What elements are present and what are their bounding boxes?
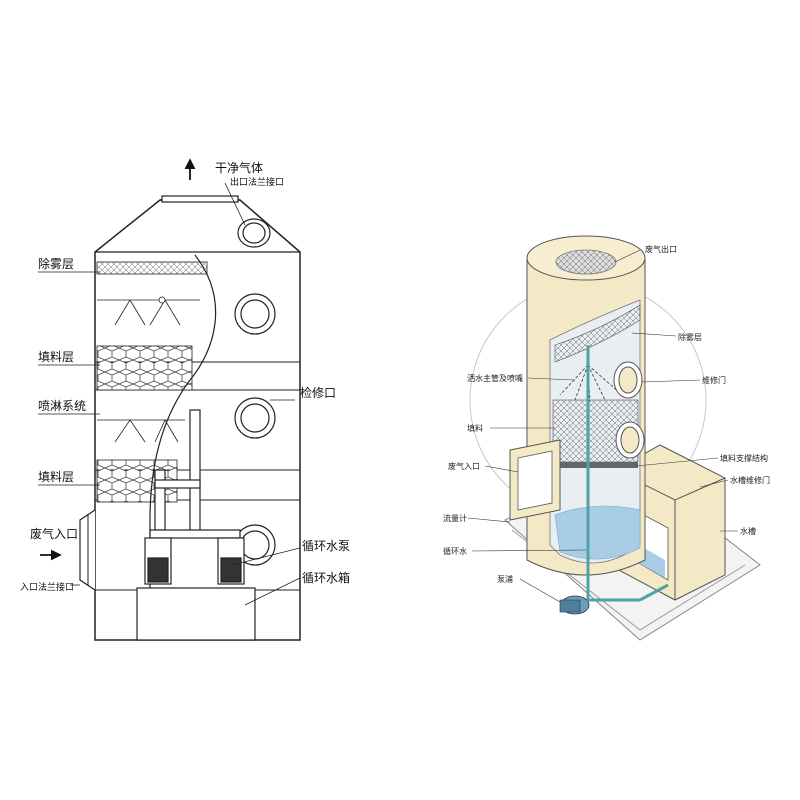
left-pipes: [149, 409, 241, 539]
label-circulating-water: 循环水: [443, 546, 467, 556]
label-right-waste-gas-inlet: 废气入口: [448, 461, 480, 471]
right-maintenance-doors: [613, 361, 645, 459]
right-pump: [559, 595, 590, 615]
left-leader-lines: [38, 182, 301, 606]
left-demister: [96, 261, 208, 275]
right-leader-lines: [467, 249, 738, 603]
label-packing-support: 填料支撑结构: [720, 453, 768, 463]
right-demister: [554, 304, 641, 363]
label-packing-layer-upper: 填料层: [38, 350, 74, 364]
label-pump: 泵浦: [497, 574, 513, 584]
label-waste-gas-outlet: 废气出口: [645, 244, 677, 254]
label-circulation-tank: 循环水箱: [302, 570, 350, 585]
label-clean-gas: 干净气体: [215, 160, 263, 175]
left-spray-nozzles-lower: [97, 419, 185, 443]
label-water-tank: 水槽: [740, 526, 756, 536]
label-spray-system: 喷淋系统: [38, 399, 86, 413]
left-tower-diagram: 干净气体 出口法兰接口 除雾层 填料层 喷淋系统 填料层 检修口 废气入口 入口…: [20, 158, 350, 641]
left-spray-nozzles-upper: [97, 296, 200, 326]
right-tower-diagram: 废气出口 除雾层 洒水主管及喷嘴 维修门 填料 填料支撑结构 废气入口 水槽维修…: [443, 235, 770, 641]
label-waste-gas-inlet: 废气入口: [30, 526, 78, 541]
label-inspection-port: 检修口: [300, 385, 336, 400]
label-outlet-flange: 出口法兰接口: [230, 176, 284, 188]
label-maintenance-door: 维修门: [702, 375, 726, 385]
label-flow-meter: 流量计: [443, 513, 467, 523]
label-inlet-flange: 入口法兰接口: [20, 581, 74, 593]
label-packing: 填料: [467, 423, 483, 433]
left-cutaway-edge: [149, 254, 217, 640]
left-inspection-ports: [234, 218, 276, 566]
label-circulation-pump: 循环水泵: [302, 539, 350, 553]
left-water-tank: [136, 587, 256, 641]
left-packing-upper: [96, 345, 193, 391]
right-packing-support: [553, 462, 638, 468]
label-spray-main-pipe: 洒水主管及喷嘴: [467, 373, 523, 383]
label-packing-layer-lower: 填料层: [38, 470, 74, 484]
right-sump-water: [554, 505, 641, 560]
label-right-demister: 除雾层: [678, 332, 702, 342]
right-inlet-duct: [509, 439, 561, 521]
label-tank-maintenance-door: 水槽维修门: [730, 475, 770, 485]
label-demister-layer: 除雾层: [38, 256, 74, 271]
